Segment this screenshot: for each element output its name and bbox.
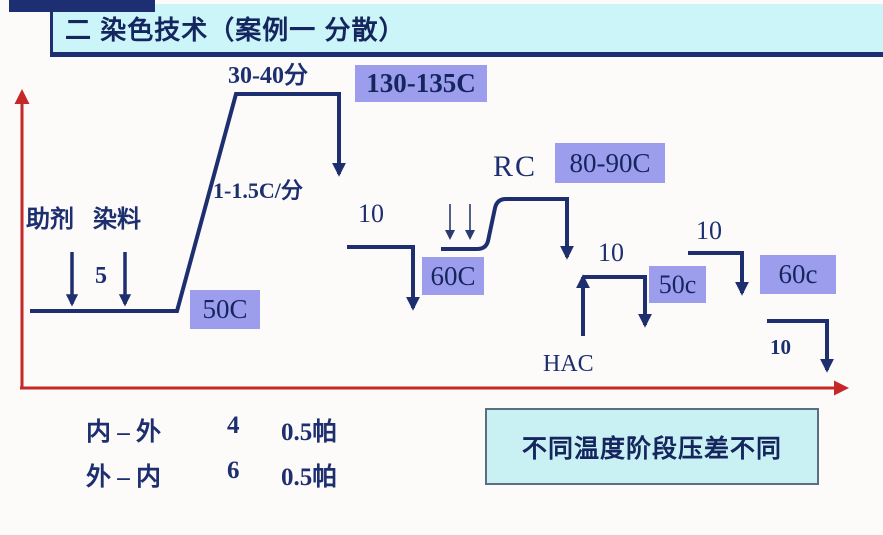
ramp-rate-label: 1-1.5C/分: [213, 178, 303, 203]
pressure-amount: 0.5帕: [281, 419, 338, 446]
auxiliary-label: 助剂: [26, 207, 74, 233]
curve-final-hold: [767, 319, 834, 373]
curve-ramp-hold-cool: [30, 92, 346, 313]
hold-label-2: 10: [598, 238, 624, 267]
pressure-value: 6: [227, 457, 240, 484]
hold-label-4: 10: [770, 335, 791, 359]
temp-box-80-90: 80-90C: [555, 143, 665, 183]
pressure-row-2: 外 – 内 6 0.5帕: [0, 457, 420, 491]
dye-interval-label: 5: [95, 263, 107, 289]
dye-label: 染料: [93, 207, 141, 233]
temp-box-50: 50C: [190, 290, 260, 329]
curve-60c2-hold: [688, 251, 749, 296]
hold-time-label: 30-40分: [228, 63, 308, 89]
rc-label: RC: [493, 150, 538, 183]
curve-rc-hold: [441, 197, 574, 260]
curve-50c-hold: [583, 275, 652, 328]
pressure-direction: 内 – 外: [86, 419, 162, 446]
temp-box-60c: 60c: [760, 255, 836, 294]
pressure-amount: 0.5帕: [281, 464, 338, 491]
temp-box-60: 60C: [422, 257, 484, 295]
pressure-row-1: 内 – 外 4 0.5帕: [0, 412, 420, 446]
top-accent-bar: [9, 0, 155, 12]
note-box: 不同温度阶段压差不同: [485, 408, 819, 485]
hold-label-3: 10: [696, 216, 722, 245]
temp-box-50c: 50c: [649, 266, 706, 303]
title-bar: 二 染色技术（案例一 分散）: [50, 4, 883, 57]
hac-label: HAC: [543, 351, 594, 377]
curve-60c-hold: [347, 245, 420, 311]
pressure-value: 4: [227, 412, 240, 439]
page-title: 二 染色技术（案例一 分散）: [65, 14, 406, 45]
pressure-direction: 外 – 内: [86, 464, 162, 491]
hold-label-1: 10: [358, 199, 384, 228]
note-text: 不同温度阶段压差不同: [521, 435, 782, 463]
temp-box-130-135: 130-135C: [355, 65, 487, 102]
